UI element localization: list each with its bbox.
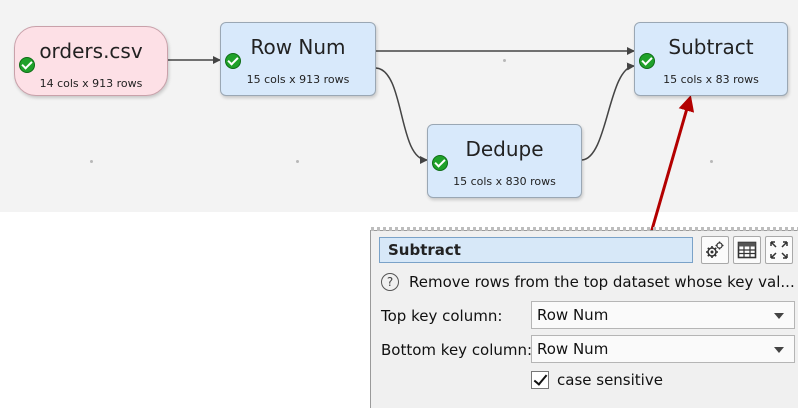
expand-button[interactable] xyxy=(765,236,793,264)
callout-arrow xyxy=(647,95,695,241)
node-name-field[interactable]: Subtract xyxy=(379,237,693,263)
check-circle-icon xyxy=(432,155,448,171)
node-title: Subtract xyxy=(668,35,754,59)
expand-icon xyxy=(770,241,788,259)
node-title: orders.csv xyxy=(39,39,143,63)
top-key-value: Row Num xyxy=(537,306,609,324)
gears-icon xyxy=(706,241,724,258)
node-subtitle: 15 cols x 913 rows xyxy=(246,73,350,86)
top-key-label: Top key column: xyxy=(381,307,503,325)
node-subtitle: 15 cols x 830 rows xyxy=(453,175,556,188)
top-key-select[interactable]: Row Num xyxy=(531,301,795,329)
settings-button[interactable] xyxy=(701,236,729,264)
panel-torn-edge xyxy=(371,227,798,231)
grid-dot xyxy=(503,59,506,62)
grid-dot xyxy=(710,160,713,163)
node-title: Dedupe xyxy=(465,137,544,161)
bottom-key-select[interactable]: Row Num xyxy=(531,335,795,363)
grid-dot xyxy=(296,160,299,163)
check-circle-icon xyxy=(19,57,35,73)
grid-dot xyxy=(90,160,93,163)
table-icon xyxy=(737,241,757,259)
bottom-key-value: Row Num xyxy=(537,340,609,358)
edge-dedupe-to-subtract xyxy=(581,62,635,161)
data-table-button[interactable] xyxy=(733,236,761,264)
node-row-num[interactable]: Row Num 15 cols x 913 rows xyxy=(220,22,376,96)
node-dedupe[interactable]: Dedupe 15 cols x 830 rows xyxy=(427,124,582,198)
node-subtitle: 15 cols x 83 rows xyxy=(663,73,759,86)
chevron-down-icon xyxy=(774,313,784,319)
case-sensitive-label: case sensitive xyxy=(557,371,663,389)
properties-panel: Subtract ? Remove rows from the top data… xyxy=(370,227,798,408)
node-orders-csv[interactable]: orders.csv 14 cols x 913 rows xyxy=(14,26,168,96)
node-subtract[interactable]: Subtract 15 cols x 83 rows xyxy=(634,22,788,96)
node-subtitle: 14 cols x 913 rows xyxy=(39,77,143,90)
help-icon[interactable]: ? xyxy=(381,273,399,291)
chevron-down-icon xyxy=(774,347,784,353)
node-title: Row Num xyxy=(250,35,346,59)
bottom-key-label: Bottom key column: xyxy=(381,341,533,359)
edge-rownum-to-dedupe xyxy=(375,67,428,164)
node-description: Remove rows from the top dataset whose k… xyxy=(409,273,795,291)
case-sensitive-checkbox[interactable] xyxy=(531,371,549,389)
check-circle-icon xyxy=(225,53,241,69)
check-circle-icon xyxy=(639,53,655,69)
